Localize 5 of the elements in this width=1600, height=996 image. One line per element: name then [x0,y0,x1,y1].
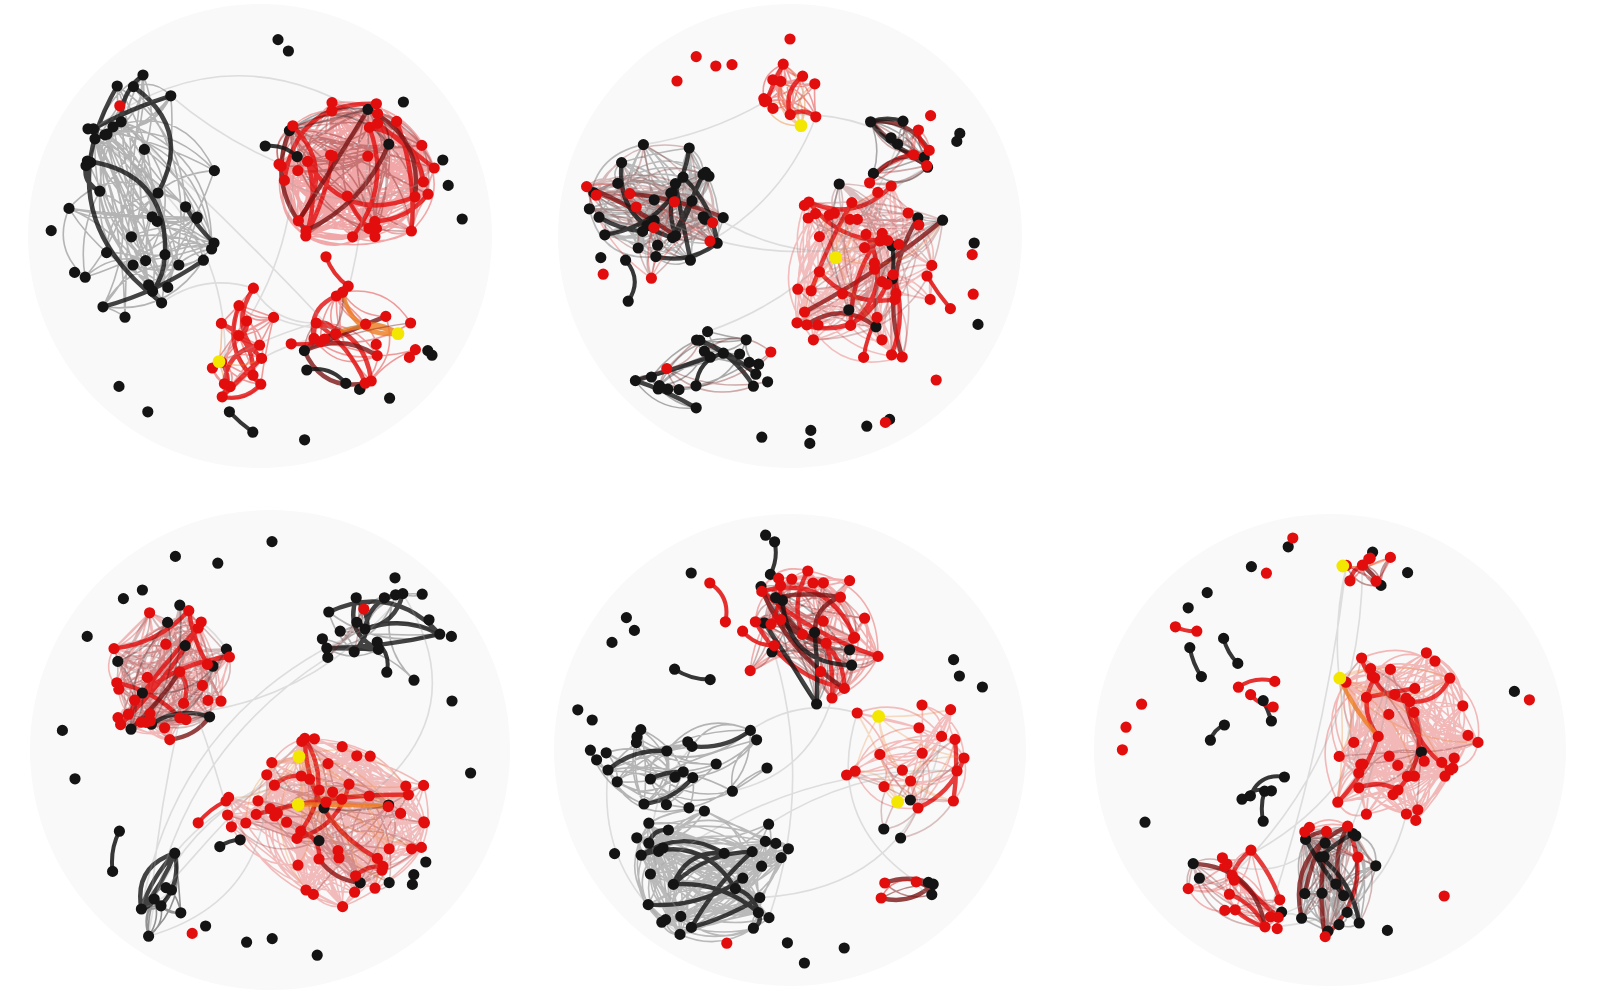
network-graph-illustration [26,2,494,470]
network-graph-illustration [1092,512,1568,988]
network-graph-illustration [28,508,512,992]
network-graph-illustration [552,512,1028,988]
network-graph-illustration [556,2,1024,470]
